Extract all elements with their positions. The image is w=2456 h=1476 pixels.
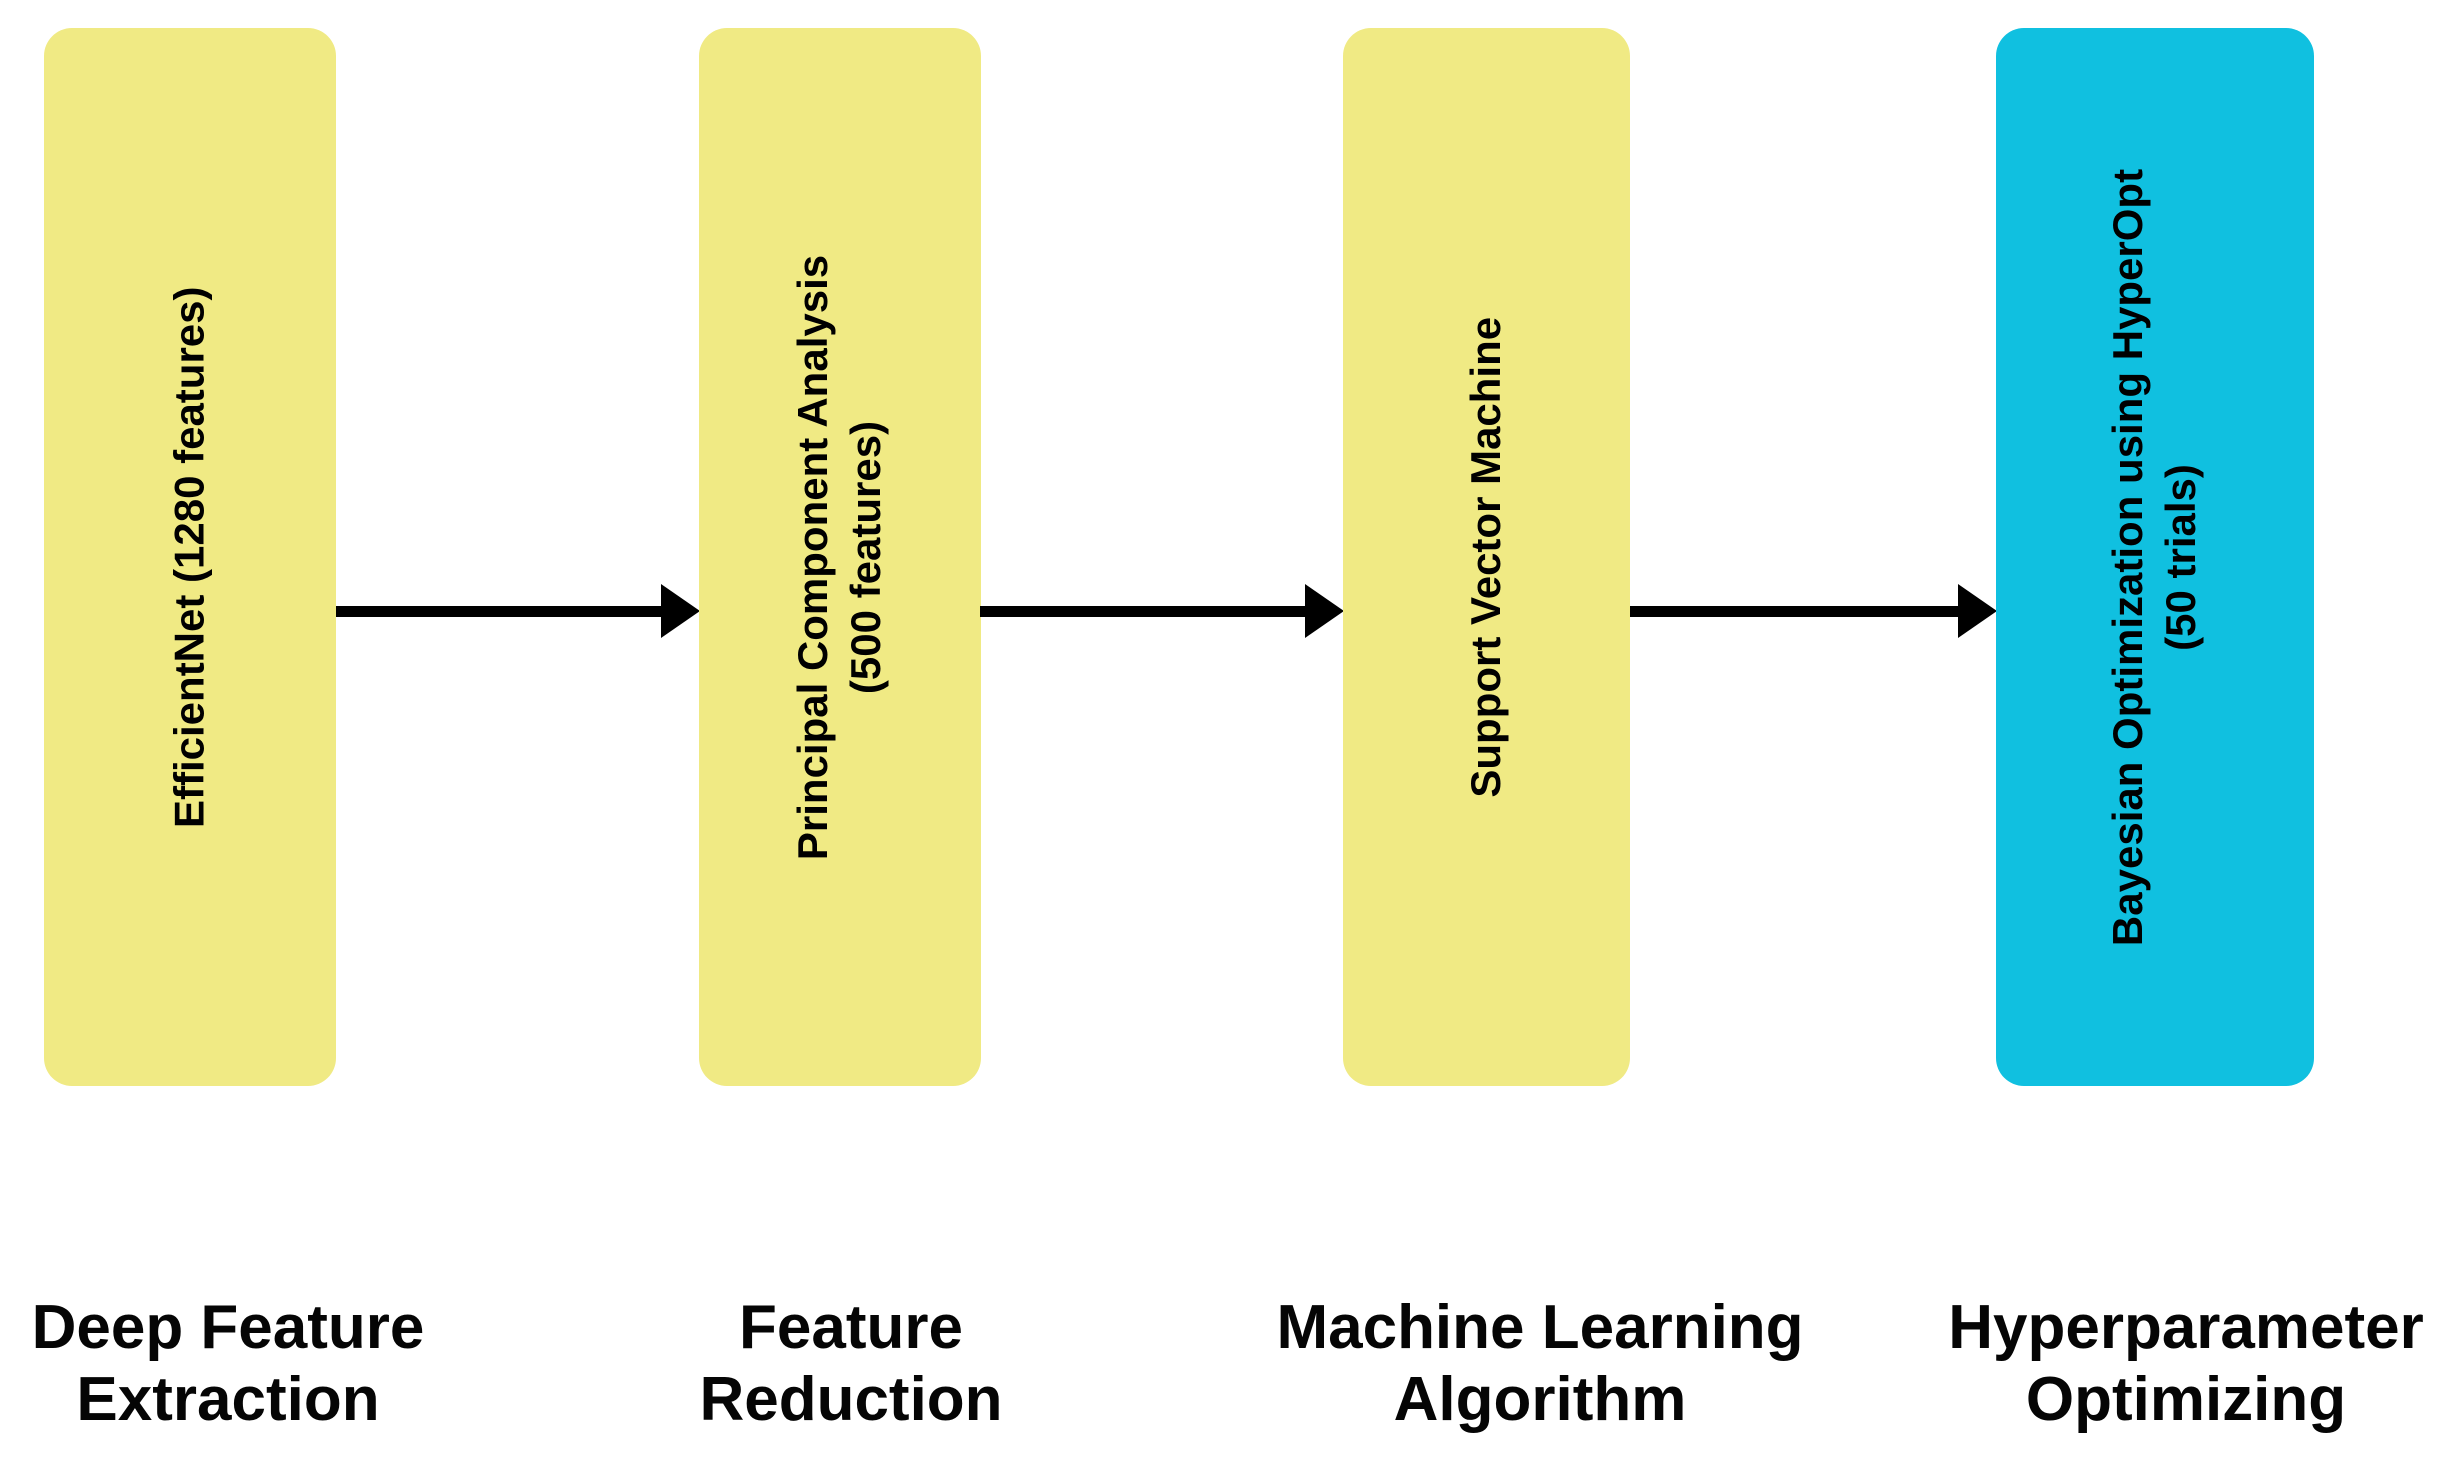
stage-box-feature-reduction: Principal Component Analysis (500 featur…	[699, 28, 981, 1086]
arrow-line	[1630, 606, 1958, 617]
stage-box-text: EfficientNet (1280 features)	[165, 286, 213, 828]
stage-box-hyperparameter-optimizing: Bayesian Optimization using HyperOpt (50…	[1996, 28, 2314, 1086]
stage-box-machine-learning-algorithm: Support Vector Machine	[1343, 28, 1630, 1086]
stage-label-feature-reduction: Feature Reduction	[699, 1293, 1003, 1434]
stage-box-deep-feature-extraction: EfficientNet (1280 features)	[44, 28, 336, 1086]
arrow-head-icon	[661, 584, 700, 638]
stage-label-deep-feature-extraction: Deep Feature Extraction	[31, 1293, 425, 1434]
arrow-line	[336, 606, 665, 617]
stage-box-text: Bayesian Optimization using HyperOpt (50…	[2104, 168, 2205, 946]
stage-box-text: Support Vector Machine	[1462, 316, 1510, 798]
stage-label-hyperparameter-optimizing: Hyperparameter Optimizing	[1948, 1293, 2424, 1434]
arrow-head-icon	[1305, 584, 1344, 638]
stage-label-machine-learning-algorithm: Machine Learning Algorithm	[1276, 1293, 1804, 1434]
arrow-line	[980, 606, 1309, 617]
stage-box-text: Principal Component Analysis (500 featur…	[789, 254, 890, 860]
arrow-head-icon	[1958, 584, 1997, 638]
